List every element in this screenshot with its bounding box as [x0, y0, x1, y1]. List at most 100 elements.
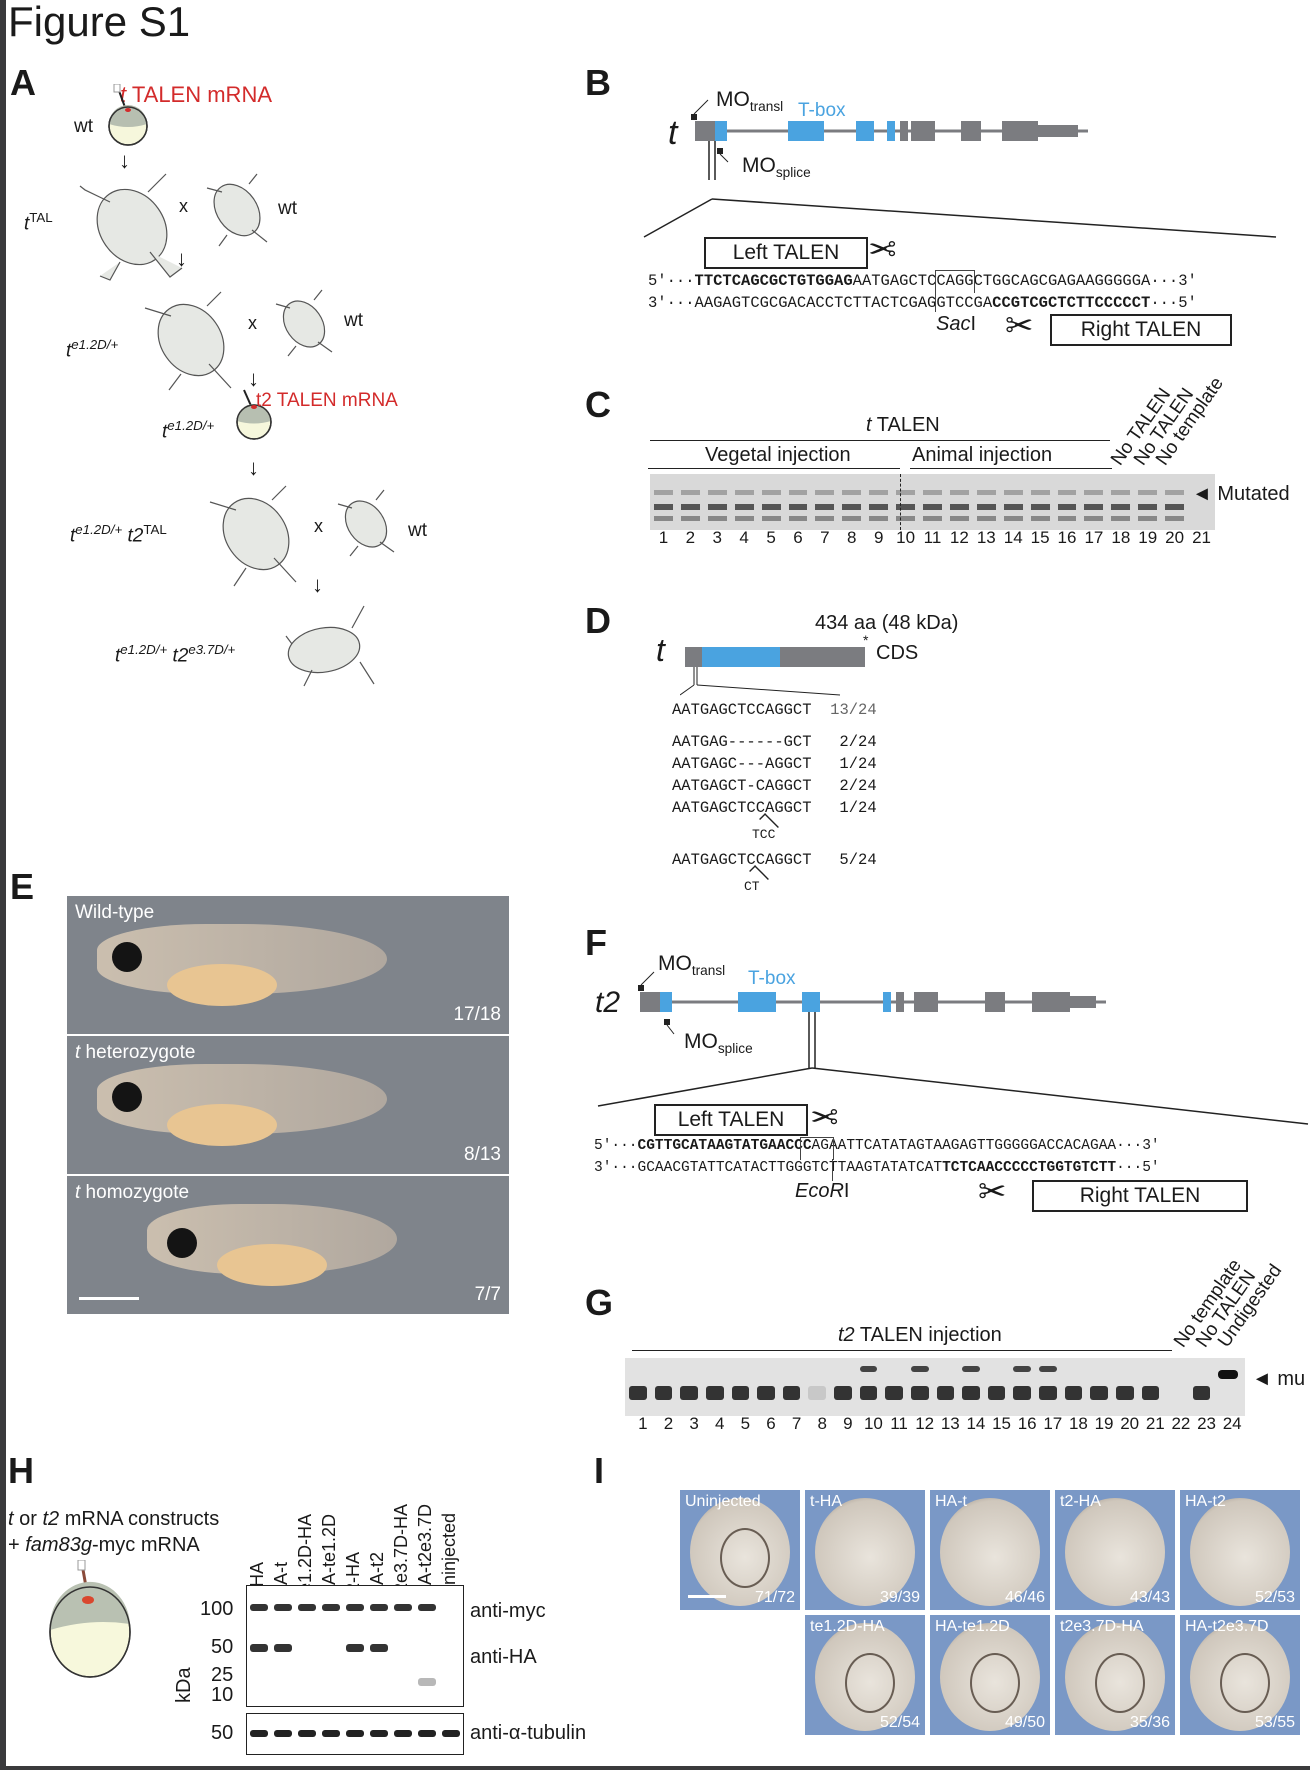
frog-icon	[285, 605, 375, 687]
gel-band	[976, 516, 996, 521]
embryo	[815, 1498, 915, 1606]
tadpole-label: t heterozygote	[75, 1042, 196, 1063]
gel-band	[1013, 1366, 1031, 1372]
lane-number: 5	[766, 528, 776, 547]
lane-number: 1	[638, 1414, 648, 1433]
allele-row: AATGAGCT-CAGGCT 2/24	[672, 777, 877, 795]
gel-band	[1192, 1386, 1211, 1400]
tadpole-eye	[112, 942, 142, 972]
gel-band	[1084, 490, 1104, 495]
blot-band	[394, 1604, 412, 1611]
cds-label: CDS	[876, 642, 919, 664]
genotype-t-t2-tal: te1.2D/+ t2TAL	[70, 522, 167, 547]
blot-band	[370, 1604, 388, 1611]
lane-number: 13	[976, 528, 996, 547]
gel-band	[1039, 1386, 1057, 1400]
sequence-bottom-strand: 3′···AAGAGTCGCGACACCTCTTACTCGAGGTCCGACCG…	[648, 294, 1197, 312]
injected-egg-icon	[49, 1560, 131, 1678]
blot-band	[370, 1644, 388, 1652]
gel-band	[1057, 504, 1077, 510]
gene-label-t2: t2	[595, 986, 621, 1019]
panel-g-letter: G	[585, 1282, 614, 1323]
tbox-label: T-box	[798, 100, 846, 121]
gel-divider	[900, 474, 901, 530]
lane-number: 7	[820, 528, 830, 547]
right-talen-box: Right TALEN	[1050, 314, 1232, 346]
tadpole-yolk	[167, 1104, 277, 1146]
scissors-icon: ✂	[978, 1173, 1007, 1211]
figure-title: Figure S1	[8, 0, 191, 45]
c-group-label: t TALEN	[866, 414, 940, 436]
blot-band	[250, 1604, 268, 1611]
insertion-seq: CT	[744, 879, 760, 894]
gel-band	[680, 490, 700, 495]
tbox-label: T-box	[748, 968, 796, 989]
lane-number: 15	[992, 1414, 1012, 1433]
gel-band	[788, 504, 808, 510]
gel-band	[705, 1386, 724, 1400]
gel-band	[680, 1386, 698, 1400]
embryo-count: 71/72	[754, 1589, 795, 1606]
embryo-label: t2e3.7D-HA	[1060, 1618, 1144, 1635]
gel-band	[788, 490, 808, 495]
gel-band	[936, 1386, 955, 1400]
gel-band	[834, 1386, 852, 1400]
tadpole-yolk	[217, 1244, 327, 1286]
gel-band	[1138, 504, 1158, 510]
lane-number: 18	[1111, 528, 1131, 547]
tadpole-count: 8/13	[464, 1144, 501, 1165]
blot-band	[346, 1730, 364, 1737]
protein-size: 434 aa (48 kDa)	[815, 612, 959, 634]
gel-band	[896, 516, 916, 521]
scale-bar	[79, 1297, 139, 1300]
enzyme-ecori: EcoRI	[795, 1180, 850, 1202]
blot-band	[346, 1604, 364, 1611]
panel-d-letter: D	[585, 600, 611, 641]
gel-band	[976, 490, 996, 495]
gel-band	[869, 516, 889, 521]
embryo-count: 53/55	[1254, 1714, 1295, 1731]
allele-wt: AATGAGCTCCAGGCT 13/24	[672, 701, 877, 719]
lane-number: 13	[940, 1414, 960, 1433]
c-animal-bracket	[910, 468, 1112, 469]
genotype-t-t2-e3.7d: te1.2D/+ t2e3.7D/+	[115, 642, 236, 667]
tadpole-count: 7/7	[474, 1284, 501, 1305]
lane-number: 19	[1094, 1414, 1114, 1433]
anti-myc-label: anti-myc	[470, 1600, 546, 1622]
gel-band	[680, 516, 700, 521]
h-description-2: + fam83g-myc mRNA	[8, 1534, 200, 1556]
embryo-label: HA-te1.2D	[935, 1618, 1010, 1635]
embryo-count: 52/53	[1254, 1589, 1295, 1606]
gel-band	[629, 1386, 647, 1400]
gel-band	[885, 1386, 903, 1400]
gene-label-t: t	[656, 632, 665, 668]
arrow-down-icon: ↓	[248, 366, 259, 391]
genotype-t-e1.2d: te1.2D/+	[66, 337, 119, 362]
scan-edge-bottom	[0, 1766, 1310, 1770]
sacI-site-box	[935, 270, 975, 293]
blot-myc-ha	[246, 1585, 464, 1707]
gel-band	[949, 504, 969, 510]
scissors-icon: ✂	[868, 231, 897, 269]
embryo-count: 39/39	[879, 1589, 920, 1606]
mo-splice-label: MOsplice	[742, 154, 811, 181]
wt-label: wt	[278, 198, 297, 219]
lane-number: 2	[663, 1414, 674, 1433]
mo-splice-label: MOsplice	[684, 1030, 753, 1057]
cross-symbol: x	[179, 196, 188, 216]
injection-text: TALEN mRNA	[126, 82, 273, 107]
marker-100: 100	[200, 1598, 234, 1620]
panel-b-letter: B	[585, 62, 611, 103]
gel-band	[1111, 516, 1131, 521]
lane-number: 20	[1165, 528, 1185, 547]
sequence-top-strand: 5′···CGTTGCATAAGTATGAACCCAGAATTCATATAGTA…	[594, 1138, 1160, 1154]
sequence-top-strand: 5′···TTCTCAGCGCTGTGGAGAATGAGCTCCAGGCTGGC…	[648, 272, 1197, 290]
allele-row: AATGAGCTCCAGGCT 1/24	[672, 799, 877, 817]
embryo-label: t2-HA	[1060, 1493, 1101, 1510]
lane-number: 8	[847, 528, 857, 547]
